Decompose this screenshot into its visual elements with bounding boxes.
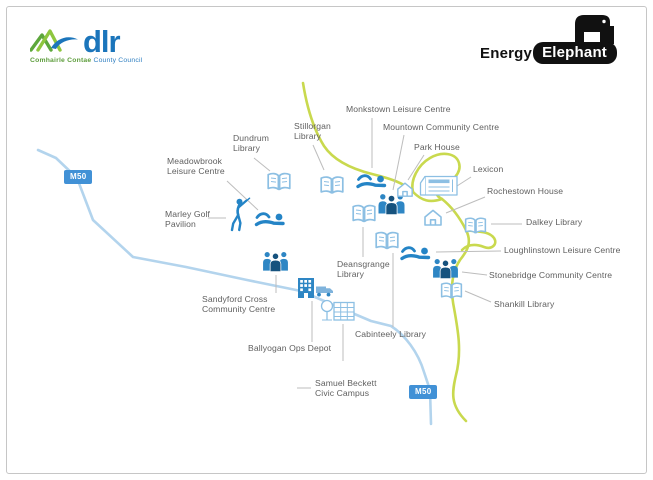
dlr-tagline-english: County Council [93, 57, 143, 64]
book-icon [439, 280, 464, 301]
page-border [6, 6, 647, 474]
lexicon-marker [419, 171, 459, 199]
dundrum-library-marker [266, 170, 292, 193]
swimmer-icon [356, 171, 388, 192]
book-icon [266, 170, 292, 193]
book-icon [463, 215, 488, 236]
elephant-wordmark-pill: Elephant [533, 42, 618, 64]
shankill-library-marker [439, 280, 464, 301]
campus-icon [320, 298, 356, 323]
meadowbrook-leisure-centre-label: Meadowbrook Leisure Centre [167, 156, 225, 177]
mountown-community-centre-label: Mountown Community Centre [383, 122, 500, 132]
loughlinstown-leisure-centre-marker [400, 243, 432, 264]
samuel-beckett-civic-campus-marker [320, 298, 356, 323]
marley-golf-pavilion-label: Marley Golf Pavilion [165, 209, 211, 230]
book-icon [319, 173, 345, 197]
stillorgan-library-label: Stillorgan Library [294, 121, 331, 142]
rochestown-house-label: Rochestown House [487, 186, 564, 196]
ballyogan-ops-depot-marker [297, 276, 334, 300]
house-icon [396, 181, 414, 198]
swimmer-icon [400, 243, 432, 264]
park-house-marker [396, 181, 414, 198]
depot-icon [297, 276, 334, 300]
monkstown-leisure-centre-marker [356, 171, 388, 192]
meadowbrook-leisure-centre-marker [254, 209, 287, 230]
book-icon [374, 229, 400, 252]
lexicon-label: Lexicon [473, 164, 504, 174]
ballyogan-ops-depot-label: Ballyogan Ops Depot [248, 343, 332, 353]
energy-wordmark: Energy [480, 44, 533, 62]
marley-golf-pavilion-marker [226, 197, 251, 232]
shankill-library-label: Shankill Library [494, 299, 555, 309]
dalkey-library-label: Dalkey Library [526, 217, 583, 227]
samuel-beckett-civic-campus-label: Samuel Beckett Civic Campus [315, 378, 377, 399]
golfer-icon [226, 197, 251, 232]
deansgrange-library-marker [351, 202, 377, 225]
deansgrange-library-label: Deansgrange Library [337, 259, 390, 280]
large-building-icon [419, 171, 459, 199]
stonebridge-community-centre-marker [431, 257, 460, 279]
swimmer-icon [254, 209, 287, 230]
people-icon [431, 257, 460, 279]
dlr-wordmark: dlr [83, 23, 121, 59]
connector-lines [208, 118, 522, 389]
loughlinstown-leisure-centre-label: Loughlinstown Leisure Centre [504, 245, 621, 255]
elephant-icon [575, 15, 614, 44]
book-icon [351, 202, 377, 225]
stillorgan-library-marker [319, 173, 345, 197]
m50-badge: M50 [64, 170, 93, 184]
park-house-label: Park House [414, 142, 460, 152]
cabinteely-library-label: Cabinteely Library [355, 329, 427, 339]
m50-motorway [36, 148, 433, 426]
energy-elephant-logo: Energy Elephant [480, 12, 622, 64]
dalkey-library-marker [463, 215, 488, 236]
sandyford-cross-community-centre-label: Sandyford Cross Community Centre [202, 294, 276, 315]
people-icon [261, 250, 290, 272]
dlr-council-logo: dlr Comhairle Contae County Council [30, 24, 180, 68]
dlr-tagline-irish: Comhairle Contae [30, 57, 92, 64]
dlr-tagline: Comhairle Contae County Council [30, 57, 180, 64]
sandyford-cross-community-centre-marker [261, 250, 290, 272]
m50-badge: M50 [409, 385, 438, 399]
rochestown-house-marker [423, 208, 443, 227]
stonebridge-community-centre-label: Stonebridge Community Centre [489, 270, 613, 280]
dlr-mountains-icon [30, 29, 78, 52]
cabinteely-library-marker [374, 229, 400, 252]
dundrum-library-label: Dundrum Library [233, 133, 270, 154]
house-icon [423, 208, 443, 227]
monkstown-leisure-centre-label: Monkstown Leisure Centre [346, 104, 451, 114]
